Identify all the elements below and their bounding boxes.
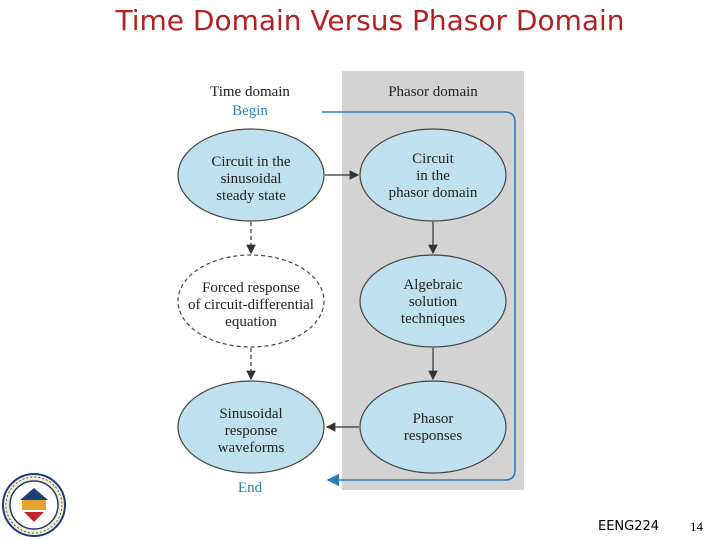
forced-response-line-2: of circuit-differential <box>188 297 314 313</box>
algebraic-node <box>359 254 507 348</box>
circuit-steady-state-line-3: steady state <box>216 188 286 204</box>
time-domain-header: Time domain <box>210 84 290 100</box>
algebraic-line-3: techniques <box>401 311 465 327</box>
phasor-responses-line-2: responses <box>404 428 462 444</box>
algebraic-line-1: Algebraic <box>403 277 462 293</box>
circuit-steady-state-node <box>177 128 325 222</box>
phasor-responses-node <box>359 380 507 474</box>
phasor-responses-line-1: Phasor <box>413 411 454 427</box>
begin-label: Begin <box>232 103 268 119</box>
circuit-phasor-node <box>359 128 507 222</box>
circuit-phasor-line-3: phasor domain <box>389 185 478 201</box>
university-seal-icon <box>2 473 66 537</box>
sinusoidal-waveforms-node <box>177 380 325 474</box>
forced-response-node <box>177 254 325 348</box>
phasor-domain-header: Phasor domain <box>388 84 478 100</box>
sinusoidal-waveforms-line-1: Sinusoidal <box>219 406 282 422</box>
circuit-phasor-line-1: Circuit <box>412 151 454 167</box>
end-label: End <box>238 480 263 496</box>
begin-flow-line <box>322 111 516 487</box>
algebraic-line-2: solution <box>409 294 458 310</box>
forced-response-line-3: equation <box>225 314 277 330</box>
forced-response-line-1: Forced response <box>202 280 300 296</box>
slide-title: Time Domain Versus Phasor Domain <box>115 4 625 37</box>
sinusoidal-waveforms-line-2: response <box>225 423 278 439</box>
footer-course-code: EENG224 <box>598 519 660 534</box>
page-number: 14 <box>690 519 703 534</box>
sinusoidal-waveforms-line-3: waveforms <box>218 440 285 456</box>
circuit-steady-state-line-2: sinusoidal <box>221 171 282 187</box>
circuit-steady-state-line-1: Circuit in the <box>211 154 290 170</box>
circuit-phasor-line-2: in the <box>416 168 450 184</box>
